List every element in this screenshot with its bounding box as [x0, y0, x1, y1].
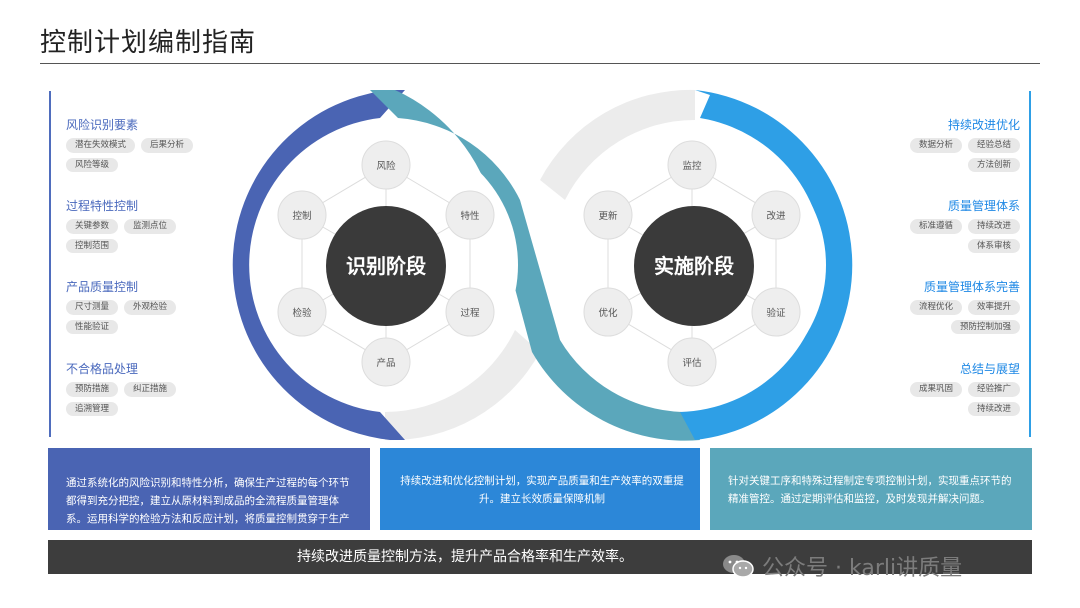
page-title: 控制计划编制指南	[40, 28, 257, 58]
right-accent-line	[1029, 91, 1031, 437]
description-card-1: 通过系统化的风险识别和特性分析，确保生产过程的每个环节都得到充分把控，建立从原材…	[48, 448, 370, 543]
tag: 效率提升	[967, 300, 1020, 315]
right-node-label: 优化	[598, 307, 618, 319]
upper-right-grey-arc	[540, 89, 695, 200]
group-title: 不合格品处理	[66, 362, 139, 376]
description-card-2: 持续改进和优化控制计划，实现产品质量和生产效率的双重提升。建立长效质量保障机制	[380, 448, 700, 530]
tag: 监测点位	[124, 219, 177, 234]
group-title: 质量管理体系	[947, 199, 1020, 213]
right-hub	[634, 206, 754, 326]
watermark-text: 公众号 · karli讲质量	[762, 556, 963, 581]
tag: 风险等级	[66, 157, 119, 172]
left-node-label: 特性	[460, 210, 480, 222]
tag: 持续改进	[967, 401, 1020, 416]
tag: 流程优化	[909, 300, 962, 315]
right-node-label: 监控	[682, 160, 702, 172]
tag: 数据分析	[909, 138, 962, 153]
title-divider	[40, 63, 1040, 64]
left-hub-label: 识别阶段	[346, 254, 426, 278]
tag: 经验总结	[967, 138, 1020, 153]
right-node-label: 改进	[766, 210, 786, 222]
lower-left-grey-arc	[385, 330, 540, 441]
left-group-3: 产品质量控制 尺寸测量 外观检验 性能验证	[66, 278, 236, 334]
left-accent-line	[49, 91, 51, 437]
tag: 纠正措施	[124, 382, 177, 397]
right-group-4: 总结与展望 成果巩固 经验推广 持续改进	[850, 360, 1020, 416]
tag: 尺寸测量	[66, 300, 119, 315]
left-blue-arc	[232, 90, 405, 440]
left-hub	[326, 206, 446, 326]
teal-s-band	[370, 90, 700, 441]
tag: 关键参数	[66, 219, 119, 234]
left-nodes: 风险 特性 过程 产品 检验 控制	[277, 140, 495, 387]
left-node-label: 风险	[376, 160, 396, 172]
group-title: 风险识别要素	[66, 118, 139, 132]
left-group-4: 不合格品处理 预防措施 纠正措施 追溯管理	[66, 360, 236, 416]
tag: 预防控制加强	[950, 319, 1020, 334]
left-node-label: 产品	[376, 357, 395, 369]
right-blue-arc	[680, 90, 853, 440]
tag: 持续改进	[967, 219, 1020, 234]
left-group-2: 过程特性控制 关键参数 监测点位 控制范围	[66, 197, 236, 253]
tag: 外观检验	[124, 300, 177, 315]
tag: 经验推广	[967, 382, 1020, 397]
right-group-1: 持续改进优化 数据分析 经验总结 方法创新	[850, 116, 1020, 172]
card-text: 持续改进和优化控制计划，实现产品质量和生产效率的双重提升。建立长效质量保障机制	[400, 475, 684, 505]
group-title: 总结与展望	[959, 362, 1020, 376]
group-title: 持续改进优化	[947, 118, 1020, 132]
summary-bar: 持续改进质量控制方法，提升产品合格率和生产效率。	[48, 540, 1032, 574]
right-node-label: 更新	[598, 210, 618, 222]
left-node-label: 过程	[460, 307, 480, 319]
tag: 体系审核	[967, 238, 1020, 253]
tag: 预防措施	[66, 382, 119, 397]
card-text: 针对关键工序和特殊过程制定专项控制计划，实现重点环节的精准管控。通过定期评估和监…	[728, 475, 1012, 505]
tag: 潜在失效模式	[66, 138, 136, 153]
tag: 成果巩固	[909, 382, 962, 397]
right-group-3: 质量管理体系完善 流程优化 效率提升 预防控制加强	[850, 278, 1020, 334]
right-node-label: 验证	[766, 307, 786, 319]
tag: 控制范围	[66, 238, 119, 253]
left-group-1: 风险识别要素 潜在失效模式 后果分析 风险等级	[66, 116, 236, 172]
tag: 标准遵循	[909, 219, 962, 234]
right-nodes: 监控 改进 验证 评估 优化 更新	[583, 140, 801, 387]
right-hub-label: 实施阶段	[654, 254, 734, 278]
card-text: 通过系统化的风险识别和特性分析，确保生产过程的每个环节都得到充分把控，建立从原材…	[66, 477, 350, 543]
tag: 性能验证	[66, 319, 119, 334]
description-card-3: 针对关键工序和特殊过程制定专项控制计划，实现重点环节的精准管控。通过定期评估和监…	[710, 448, 1032, 530]
watermark: 公众号 · karli讲质量	[722, 550, 962, 582]
group-title: 质量管理体系完善	[923, 280, 1020, 294]
left-node-label: 检验	[292, 307, 312, 319]
summary-text: 持续改进质量控制方法，提升产品合格率和生产效率。	[297, 549, 633, 565]
left-node-label: 控制	[292, 210, 311, 222]
wechat-icon	[723, 555, 754, 578]
tag: 后果分析	[141, 138, 194, 153]
tag: 追溯管理	[66, 401, 119, 416]
group-title: 产品质量控制	[66, 280, 139, 294]
tag: 方法创新	[967, 157, 1020, 172]
right-node-label: 评估	[682, 357, 702, 369]
right-group-2: 质量管理体系 标准遵循 持续改进 体系审核	[850, 197, 1020, 253]
group-title: 过程特性控制	[66, 199, 139, 213]
